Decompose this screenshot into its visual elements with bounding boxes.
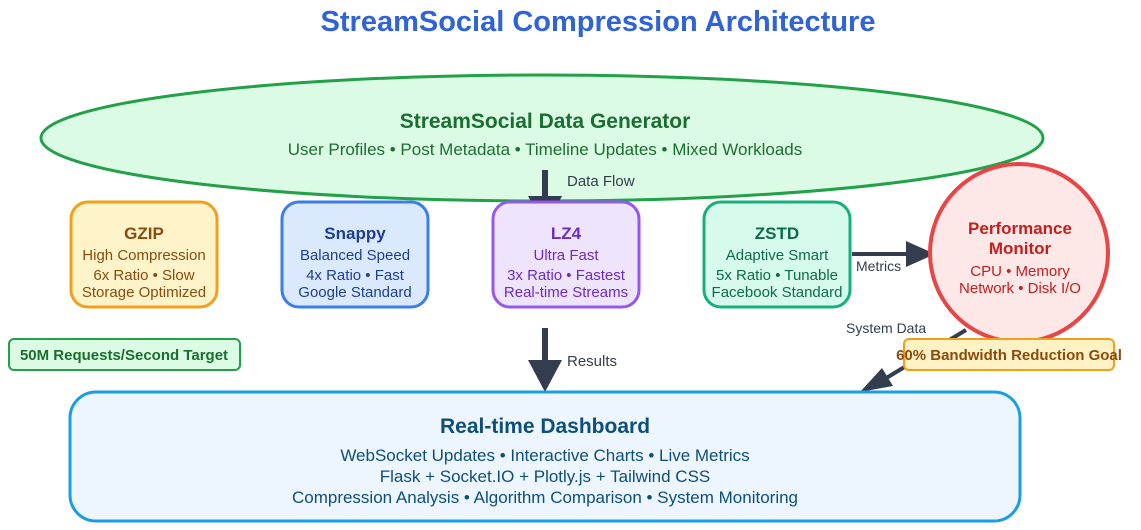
snappy-name: Snappy bbox=[324, 224, 386, 243]
goal-badge: 60% Bandwidth Reduction Goal bbox=[896, 338, 1122, 371]
zstd-line2: 5x Ratio • Tunable bbox=[716, 267, 838, 284]
lz4-line3: Real-time Streams bbox=[504, 284, 628, 301]
monitor-line2: Network • Disk I/O bbox=[959, 280, 1081, 297]
monitor-line1: CPU • Memory bbox=[970, 263, 1070, 280]
zstd-box bbox=[702, 200, 852, 309]
target-badge-box bbox=[8, 338, 241, 371]
target-badge: 50M Requests/Second Target bbox=[8, 338, 241, 371]
gzip-box bbox=[69, 200, 219, 309]
edge-algorithms-to-dashboard: Results bbox=[528, 328, 617, 392]
lz4-line1: Ultra Fast bbox=[533, 247, 599, 264]
lz4-box bbox=[491, 200, 641, 309]
goal-badge-box bbox=[903, 338, 1115, 371]
gzip-line3: Storage Optimized bbox=[82, 284, 206, 301]
zstd-line3: Facebook Standard bbox=[712, 284, 843, 301]
dashboard-node: Real-time Dashboard WebSocket Updates • … bbox=[68, 390, 1022, 523]
snappy-box bbox=[280, 200, 430, 309]
zstd-name: ZSTD bbox=[755, 224, 799, 243]
algorithm-node-snappy: Snappy Balanced Speed 4x Ratio • Fast Go… bbox=[280, 200, 430, 309]
lz4-line2: 3x Ratio • Fastest bbox=[507, 267, 626, 284]
edge-label-system-data: System Data bbox=[846, 320, 926, 336]
snappy-line1: Balanced Speed bbox=[300, 247, 410, 264]
snappy-line3: Google Standard bbox=[298, 284, 411, 301]
edge-results-arrowhead bbox=[528, 360, 562, 392]
generator-subtitle: User Profiles • Post Metadata • Timeline… bbox=[288, 140, 803, 159]
gzip-name: GZIP bbox=[124, 224, 164, 243]
dashboard-line2: Flask + Socket.IO + Plotly.js + Tailwind… bbox=[380, 467, 711, 486]
edge-label-metrics: Metrics bbox=[856, 258, 901, 274]
goal-badge-text: 60% Bandwidth Reduction Goal bbox=[896, 347, 1122, 364]
monitor-title-line2: Monitor bbox=[989, 239, 1052, 258]
algorithm-node-lz4: LZ4 Ultra Fast 3x Ratio • Fastest Real-t… bbox=[491, 200, 641, 309]
diagram-title: StreamSocial Compression Architecture bbox=[321, 6, 876, 38]
dashboard-line1: WebSocket Updates • Interactive Charts •… bbox=[340, 446, 749, 465]
dashboard-box bbox=[68, 390, 1022, 523]
edge-label-data-flow: Data Flow bbox=[567, 173, 635, 190]
edge-label-results: Results bbox=[567, 353, 617, 370]
dashboard-title: Real-time Dashboard bbox=[440, 415, 650, 438]
gzip-line2: 6x Ratio • Slow bbox=[93, 267, 194, 284]
generator-title: StreamSocial Data Generator bbox=[400, 110, 691, 133]
gzip-line1: High Compression bbox=[82, 247, 205, 264]
algorithm-node-gzip: GZIP High Compression 6x Ratio • Slow St… bbox=[69, 200, 219, 309]
zstd-line1: Adaptive Smart bbox=[726, 247, 829, 264]
snappy-line2: 4x Ratio • Fast bbox=[306, 267, 405, 284]
algorithm-node-zstd: ZSTD Adaptive Smart 5x Ratio • Tunable F… bbox=[702, 200, 852, 309]
edge-system-data-arrowhead bbox=[860, 368, 893, 392]
generator-node: StreamSocial Data Generator User Profile… bbox=[39, 73, 1045, 203]
lz4-name: LZ4 bbox=[551, 224, 582, 243]
monitor-node: Performance Monitor CPU • Memory Network… bbox=[928, 162, 1110, 344]
edge-zstd-to-monitor: Metrics bbox=[852, 241, 935, 274]
edge-metrics-arrowhead bbox=[906, 241, 935, 267]
target-badge-text: 50M Requests/Second Target bbox=[20, 347, 228, 364]
dashboard-line3: Compression Analysis • Algorithm Compari… bbox=[292, 488, 798, 507]
monitor-title-line1: Performance bbox=[968, 219, 1072, 238]
